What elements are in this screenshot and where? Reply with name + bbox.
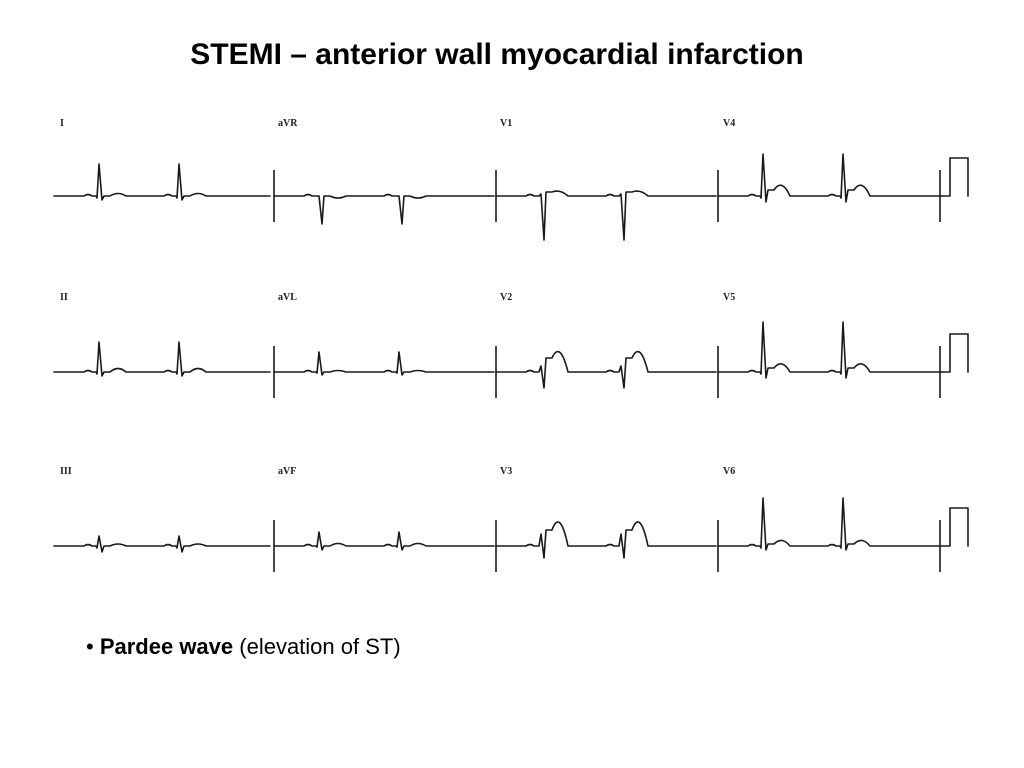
ecg-trace-avr [273, 193, 495, 225]
lead-label-v2: V2 [500, 292, 512, 303]
bullet-icon: • [86, 634, 94, 659]
bullet-term: Pardee wave [99, 634, 234, 659]
slide-title: STEMI – anterior wall myocardial infarct… [190, 38, 804, 71]
calibration-pulse [941, 157, 969, 197]
ecg-trace-avf [273, 531, 495, 551]
ecg-trace-v5 [717, 321, 943, 379]
lead-label-v3: V3 [500, 466, 512, 477]
bullet-point: • Pardee wave (elevation of ST) [86, 634, 401, 660]
lead-label-avr: aVR [278, 118, 298, 129]
lead-label-v5: V5 [723, 292, 735, 303]
lead-label-i: I [60, 118, 64, 129]
ecg-trace-i [53, 163, 271, 201]
ecg-trace-v6 [717, 497, 943, 551]
lead-label-ii: II [60, 292, 68, 303]
calibration-pulse [941, 507, 969, 547]
ecg-trace-v1 [495, 190, 717, 241]
ecg-trace-v2 [495, 350, 717, 389]
lead-label-avf: aVF [278, 466, 296, 477]
ecg-trace-avl [273, 351, 495, 376]
lead-label-v6: V6 [723, 466, 735, 477]
bullet-description: (elevation of ST) [239, 634, 401, 659]
calibration-pulse [941, 333, 969, 373]
lead-label-avl: aVL [278, 292, 297, 303]
lead-label-v4: V4 [723, 118, 735, 129]
ecg-trace-v3 [495, 521, 717, 559]
lead-label-iii: III [60, 466, 72, 477]
lead-label-v1: V1 [500, 118, 512, 129]
ecg-trace-v4 [717, 153, 943, 203]
ecg-trace-iii [53, 535, 271, 553]
ecg-trace-ii [53, 341, 271, 377]
